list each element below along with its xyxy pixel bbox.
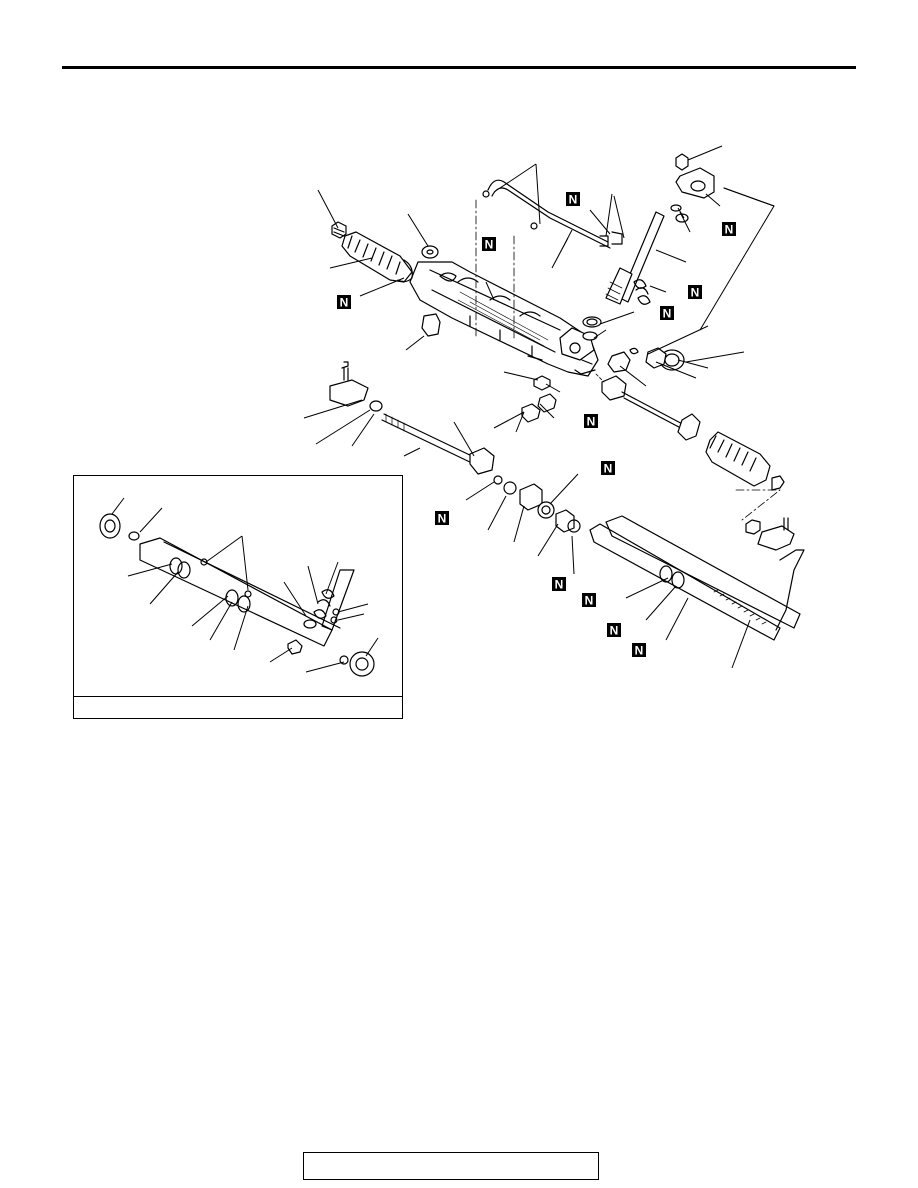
svg-text:N: N bbox=[691, 286, 700, 300]
pinion-shaft bbox=[605, 211, 665, 305]
n-marker-5: N bbox=[688, 285, 702, 300]
n-marker-1: N bbox=[337, 295, 351, 310]
n-marker-2: N bbox=[482, 237, 496, 252]
left-boot bbox=[341, 231, 413, 283]
svg-text:N: N bbox=[340, 296, 349, 310]
svg-text:N: N bbox=[585, 594, 594, 608]
n-marker-4: N bbox=[722, 222, 736, 237]
n-marker-8: N bbox=[601, 461, 615, 476]
rack-assembly-lower bbox=[589, 515, 805, 641]
header-rule bbox=[62, 66, 856, 69]
n-marker-3: N bbox=[566, 192, 580, 207]
n-marker-7: N bbox=[584, 414, 598, 429]
svg-text:N: N bbox=[725, 223, 734, 237]
svg-text:N: N bbox=[635, 644, 644, 658]
right-boot bbox=[705, 431, 785, 491]
inset-drawing bbox=[99, 513, 375, 677]
svg-text:N: N bbox=[663, 307, 672, 321]
left-inner-tie-rod bbox=[381, 413, 495, 475]
right-tie-rod bbox=[601, 375, 701, 441]
svg-text:N: N bbox=[604, 462, 613, 476]
feed-pipes bbox=[482, 179, 623, 249]
footer-box bbox=[303, 1152, 599, 1180]
svg-text:N: N bbox=[610, 624, 619, 638]
svg-text:N: N bbox=[485, 238, 494, 252]
n-marker-13: N bbox=[632, 643, 646, 658]
n-marker-10: N bbox=[552, 577, 566, 592]
n-marker-12: N bbox=[607, 623, 621, 638]
svg-text:N: N bbox=[569, 193, 578, 207]
left-tie-rod-end bbox=[329, 361, 383, 412]
valve-housing bbox=[675, 153, 715, 199]
inset-frame bbox=[73, 475, 403, 719]
svg-text:N: N bbox=[438, 512, 447, 526]
svg-text:N: N bbox=[555, 578, 564, 592]
inset-caption bbox=[73, 696, 403, 719]
rack-housing bbox=[409, 261, 599, 377]
n-marker-6: N bbox=[660, 306, 674, 321]
right-tie-rod-end bbox=[745, 517, 795, 551]
n-marker-11: N bbox=[582, 593, 596, 608]
exploded-view-diagram: N N N N N N N N N N N N N bbox=[99, 145, 805, 677]
left-nut bbox=[331, 221, 347, 239]
leader-lines bbox=[111, 145, 751, 673]
n-marker-9: N bbox=[435, 511, 449, 526]
n-markers: N N N N N N N N N N N N N bbox=[337, 192, 736, 658]
svg-text:N: N bbox=[587, 415, 596, 429]
